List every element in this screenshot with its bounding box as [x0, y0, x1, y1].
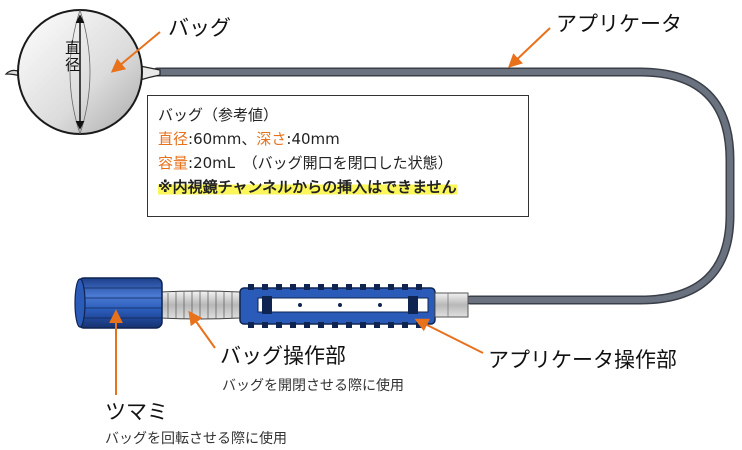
diameter-key: 直径: [158, 130, 189, 148]
applicator-pointer: [507, 27, 551, 68]
bag-reference-box: バッグ（参考値） 直径:60mm、深さ:40mm 容量:20mL （バッグ開口を…: [147, 95, 529, 217]
bag-control-label: バッグ操作部: [220, 344, 346, 368]
applicator-control-label: アプリケータ操作部: [488, 348, 677, 372]
diameter-value: :60mm、: [188, 130, 257, 148]
bag-label: バッグ: [168, 16, 231, 40]
info-warning-row: ※内視鏡チャンネルからの挿入はできません: [158, 175, 518, 199]
depth-key: 深さ: [256, 130, 287, 148]
knob-illustration: [74, 277, 163, 329]
depth-value: :40mm: [286, 130, 340, 148]
capacity-value: :20mL （バッグ開口を閉口した状態）: [188, 154, 453, 172]
bag-control-pointer: [188, 310, 216, 349]
diameter-label: 直径: [63, 40, 81, 74]
applicator-label: アプリケータ: [556, 12, 682, 36]
applicator-control-illustration: [239, 284, 469, 328]
info-title: バッグ（参考値）: [158, 106, 279, 124]
knob-note: バッグを回転させる際に使用: [105, 431, 287, 447]
bag-control-illustration: [159, 290, 241, 320]
knob-label: ツマミ: [105, 400, 168, 424]
bag-pointer: [110, 31, 161, 73]
warning-text: ※内視鏡チャンネルからの挿入はできません: [158, 178, 457, 196]
info-size-row: 直径:60mm、深さ:40mm: [158, 127, 518, 151]
bag-control-note: バッグを開閉させる際に使用: [222, 378, 404, 394]
bag-illustration: [4, 9, 161, 135]
applicator-control-pointer: [414, 318, 484, 354]
info-capacity-row: 容量:20mL （バッグ開口を閉口した状態）: [158, 151, 518, 175]
capacity-key: 容量: [158, 154, 189, 172]
